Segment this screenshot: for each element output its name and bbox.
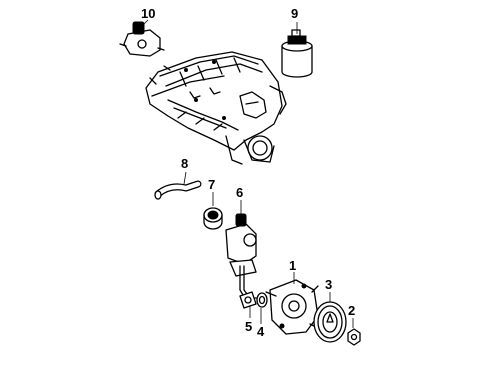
hose [154, 180, 202, 200]
nut [347, 328, 361, 346]
callout-8: 8 [181, 156, 188, 171]
callout-6: 6 [236, 185, 243, 200]
pump-assembly [225, 213, 257, 303]
engine-block [145, 51, 287, 165]
callout-5: 5 [245, 319, 252, 334]
callout-4: 4 [257, 324, 265, 339]
callout-3: 3 [325, 277, 332, 292]
pulley [313, 301, 347, 343]
callout-10: 10 [141, 6, 155, 21]
gasket-4 [256, 292, 268, 308]
leader-lines [139, 19, 354, 328]
gasket-5 [239, 291, 257, 309]
callout-1: 1 [289, 258, 296, 273]
water-pump [265, 279, 319, 335]
callouts: 10 9 8 7 6 1 3 2 5 4 [141, 6, 355, 339]
egr-valve [119, 21, 165, 57]
bushing [203, 207, 223, 230]
callout-9: 9 [291, 6, 298, 21]
callout-7: 7 [208, 177, 215, 192]
callout-2: 2 [348, 303, 355, 318]
filter-canister [281, 29, 313, 78]
